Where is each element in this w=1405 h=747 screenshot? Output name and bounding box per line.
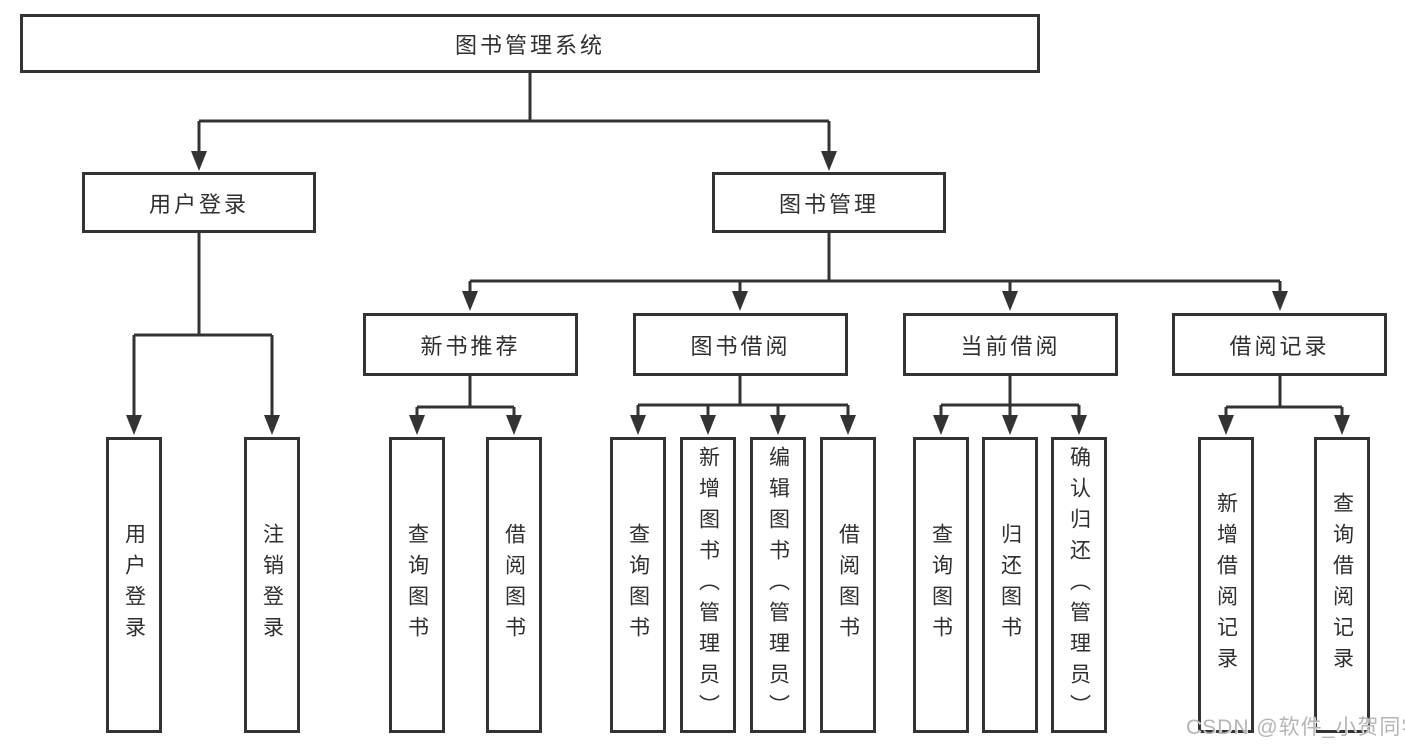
node-label: 图书借阅 bbox=[690, 333, 791, 359]
node-label: 查询图书 bbox=[626, 523, 650, 647]
node-borrow-records: 借阅记录 bbox=[1172, 313, 1387, 376]
leaf-records-query-record: 查询借阅记录 bbox=[1314, 437, 1370, 733]
leaf-current-query-books: 查询图书 bbox=[913, 437, 969, 733]
leaf-borrow-query-books: 查询图书 bbox=[610, 437, 666, 733]
node-label: 注销登录 bbox=[260, 523, 284, 647]
node-label: 编辑图书（管理员） bbox=[766, 445, 790, 725]
leaf-records-add-record: 新增借阅记录 bbox=[1198, 437, 1254, 733]
node-label: 确认归还（管理员） bbox=[1067, 445, 1091, 725]
node-user-login: 用户登录 bbox=[82, 172, 316, 233]
leaf-user-login: 用户登录 bbox=[106, 437, 162, 733]
leaf-borrow-edit-books-admin: 编辑图书（管理员） bbox=[750, 437, 806, 733]
node-label: 查询图书 bbox=[929, 523, 953, 647]
tree-connector-lines bbox=[132, 73, 1344, 421]
node-label: 用户登录 bbox=[148, 191, 249, 217]
node-label: 当前借阅 bbox=[960, 333, 1061, 359]
leaf-logout-login: 注销登录 bbox=[244, 437, 300, 733]
node-label: 归还图书 bbox=[998, 523, 1022, 647]
arrowhead-icons bbox=[126, 151, 1350, 435]
leaf-borrow-add-books-admin: 新增图书（管理员） bbox=[680, 437, 736, 733]
leaf-current-return-books: 归还图书 bbox=[982, 437, 1038, 733]
node-new-book-recommend: 新书推荐 bbox=[363, 313, 578, 376]
node-book-management: 图书管理 bbox=[712, 172, 946, 233]
node-label: 查询借阅记录 bbox=[1330, 492, 1354, 678]
node-label: 借阅图书 bbox=[836, 523, 860, 647]
node-label: 图书管理系统 bbox=[454, 32, 605, 58]
leaf-recommend-borrow-books: 借阅图书 bbox=[486, 437, 542, 733]
csdn-watermark: CSDN @软件_小贺同学 bbox=[1186, 716, 1405, 739]
node-label: 新书推荐 bbox=[420, 333, 521, 359]
node-label: 用户登录 bbox=[122, 523, 146, 647]
node-label: 图书管理 bbox=[778, 191, 879, 217]
node-label: 新增借阅记录 bbox=[1214, 492, 1238, 678]
leaf-recommend-query-books: 查询图书 bbox=[389, 437, 445, 733]
leaf-borrow-borrow-books: 借阅图书 bbox=[820, 437, 876, 733]
node-book-borrow: 图书借阅 bbox=[633, 313, 848, 376]
leaf-current-confirm-return-admin: 确认归还（管理员） bbox=[1051, 437, 1107, 733]
node-label: 新增图书（管理员） bbox=[696, 445, 720, 725]
node-label: 查询图书 bbox=[405, 523, 429, 647]
node-label: 借阅记录 bbox=[1229, 333, 1330, 359]
node-current-borrow: 当前借阅 bbox=[903, 313, 1118, 376]
node-label: 借阅图书 bbox=[502, 523, 526, 647]
node-root-system: 图书管理系统 bbox=[20, 14, 1040, 73]
